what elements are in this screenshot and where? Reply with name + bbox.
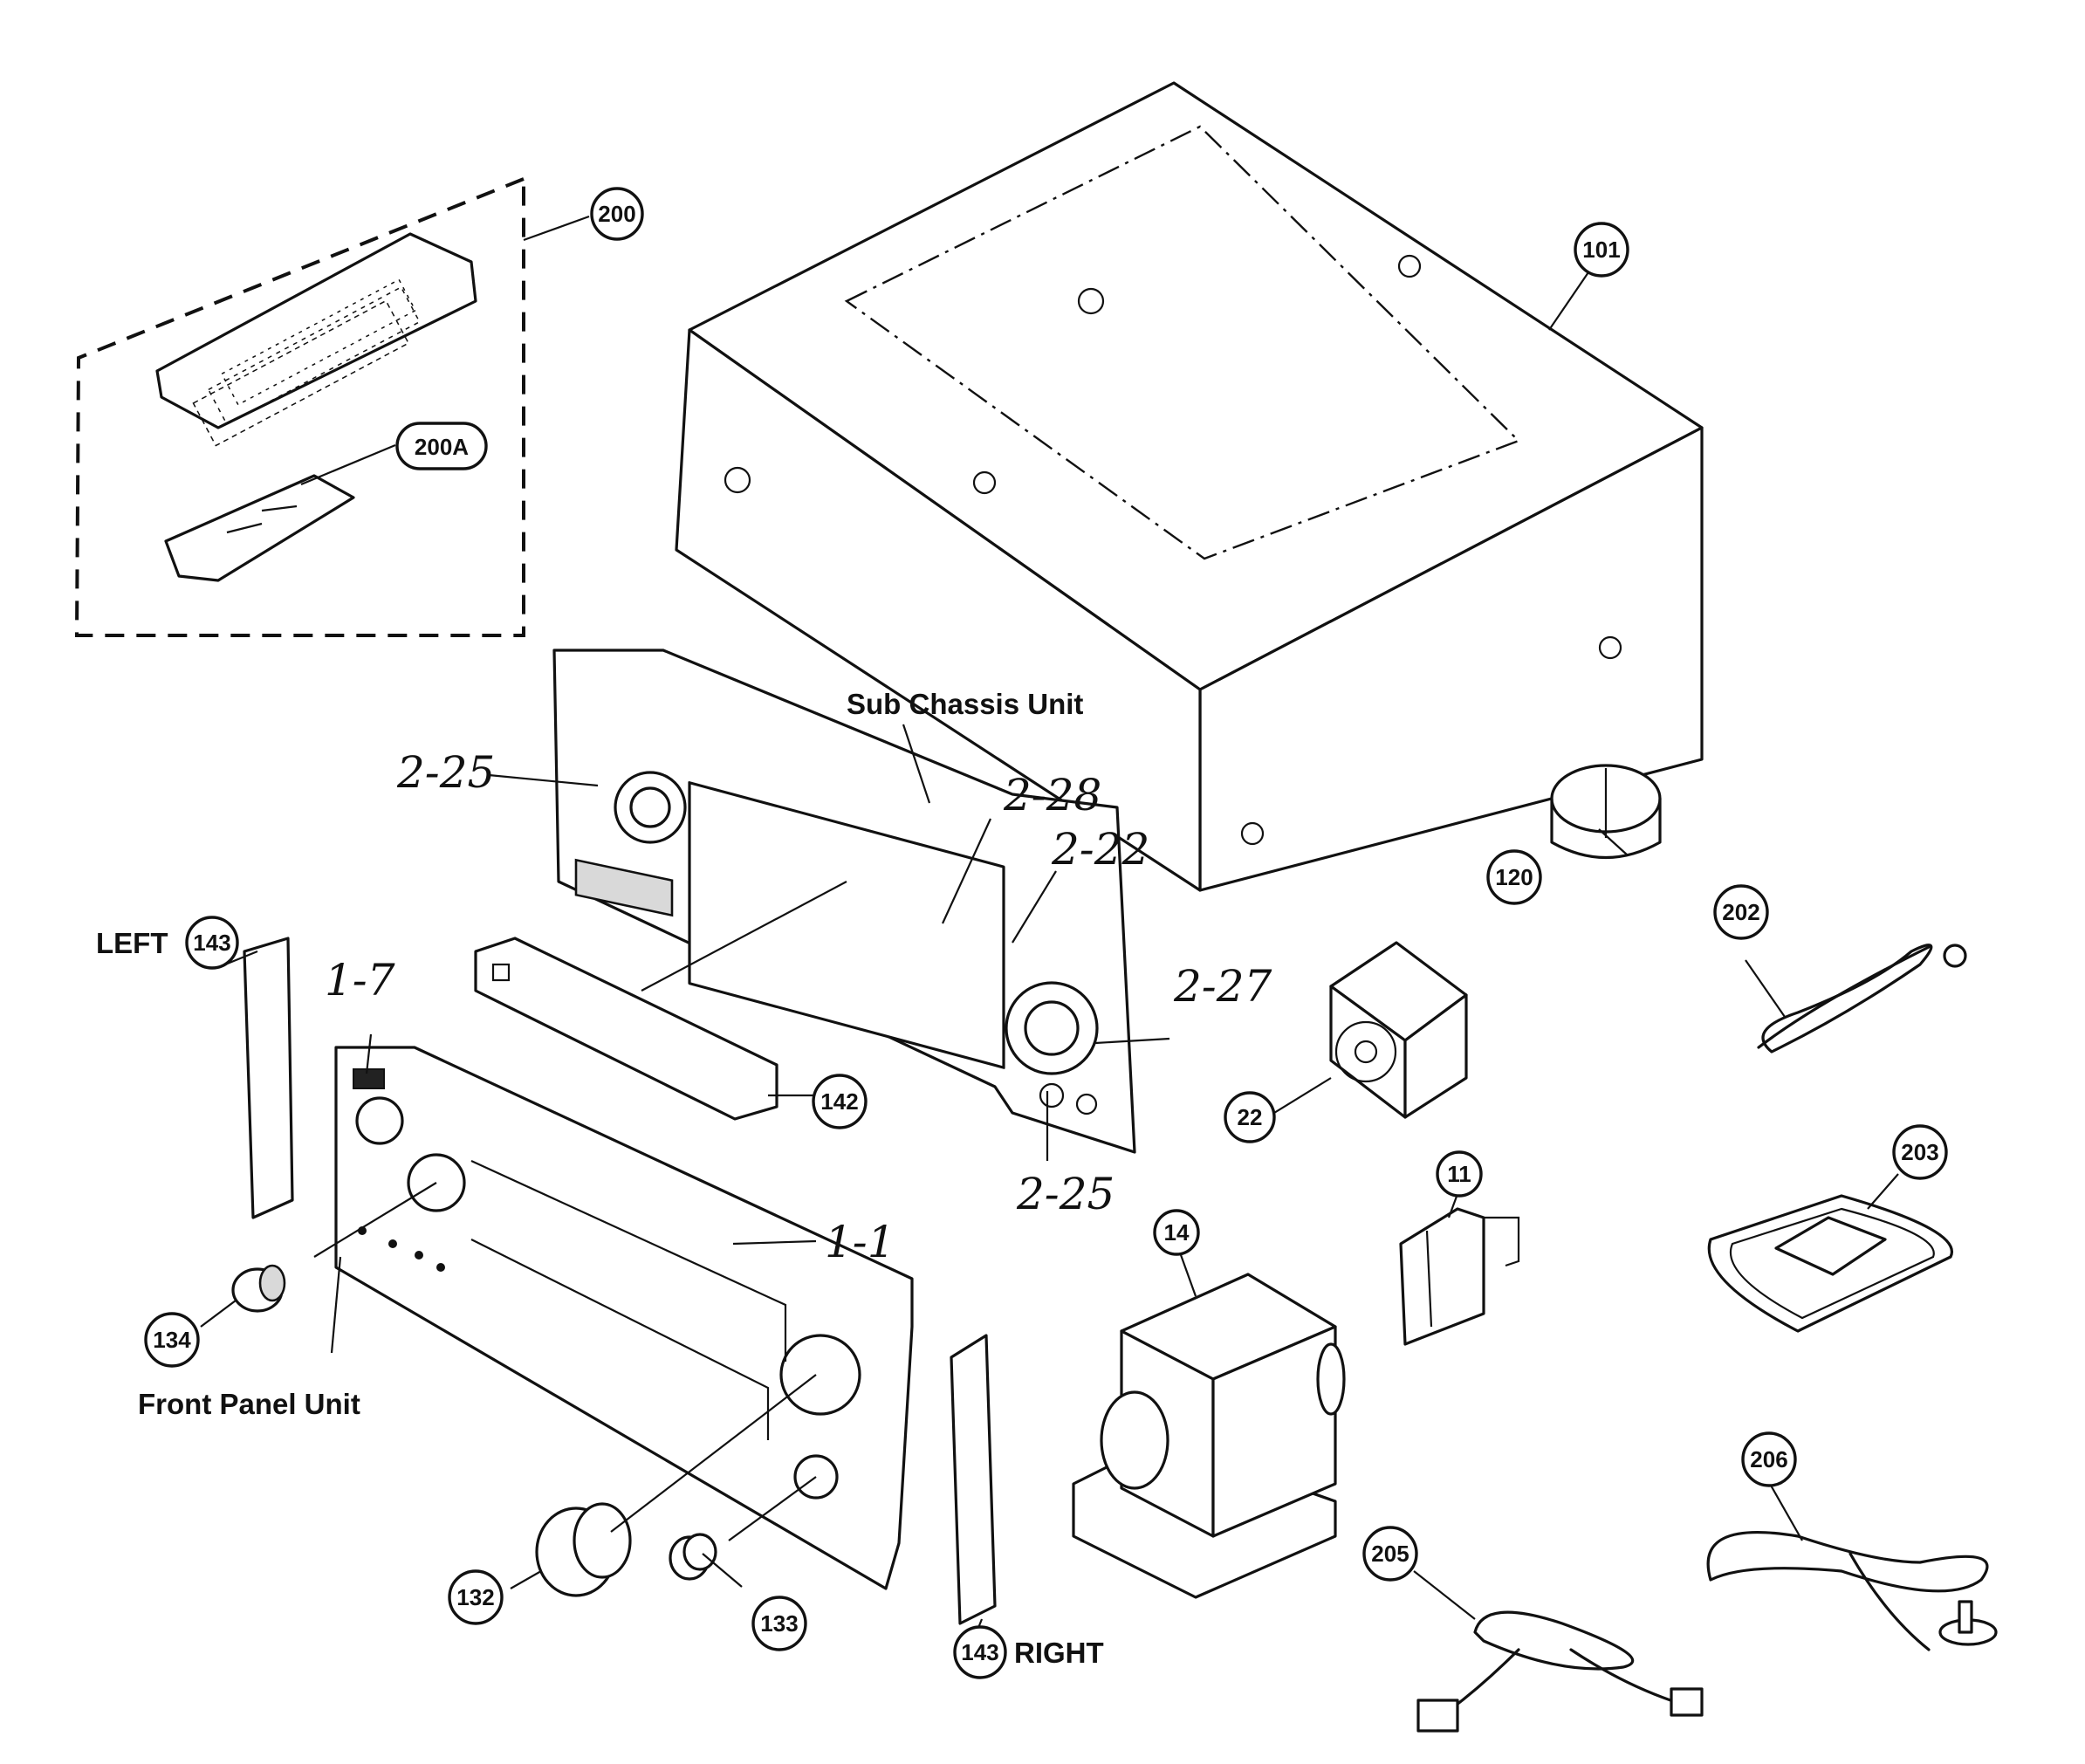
- callout-202: 202: [1713, 884, 1769, 940]
- svg-text:11: 11: [1447, 1161, 1471, 1187]
- svg-text:120: 120: [1495, 864, 1533, 890]
- display-window-142: [474, 937, 778, 1121]
- svg-text:14: 14: [1164, 1219, 1190, 1246]
- knob-134: [231, 1264, 286, 1313]
- leader-lines: [200, 215, 1899, 1642]
- foot-120: [1550, 764, 1662, 860]
- svg-text:202: 202: [1722, 899, 1759, 925]
- callout-134: 134: [144, 1312, 200, 1368]
- callout-205: 205: [1362, 1526, 1418, 1582]
- note-2-22: 2-22: [1051, 824, 1149, 875]
- remote-control: [155, 232, 477, 429]
- side-bracket-right: [950, 1334, 997, 1625]
- callout-120: 120: [1486, 849, 1542, 905]
- callout-203: 203: [1892, 1124, 1948, 1180]
- note-2-28: 2-28: [1003, 770, 1101, 820]
- callout-200A: 200A: [395, 422, 488, 470]
- switch-11: [1399, 1207, 1520, 1346]
- callout-206: 206: [1741, 1431, 1797, 1487]
- side-bracket-left: [243, 937, 294, 1219]
- svg-text:22: 22: [1238, 1104, 1263, 1130]
- callout-143-right: 143: [953, 1625, 1007, 1679]
- callout-200: 200: [590, 187, 644, 241]
- svg-text:143: 143: [193, 930, 230, 956]
- am-loop-antenna-203: [1707, 1194, 1953, 1333]
- fm-antenna-202: [1757, 944, 1967, 1054]
- note-2-27: 2-27: [1173, 961, 1272, 1012]
- note-2-25-top: 2-25: [396, 747, 495, 798]
- svg-text:142: 142: [820, 1088, 858, 1115]
- note-1-1: 1-1: [825, 1217, 895, 1267]
- sub-chassis-unit: [552, 649, 1136, 1154]
- battery-cover: [164, 474, 355, 582]
- cooling-fan-22: [1329, 941, 1468, 1119]
- knob-132: [535, 1502, 632, 1597]
- front-panel-unit: [334, 1046, 914, 1590]
- svg-text:143: 143: [961, 1639, 998, 1665]
- callout-101: 101: [1574, 222, 1629, 278]
- svg-text:133: 133: [760, 1610, 798, 1637]
- svg-text:200A: 200A: [415, 434, 469, 460]
- power-cord-205: [1416, 1610, 1704, 1733]
- label-right: RIGHT: [1014, 1637, 1104, 1669]
- callout-22: 22: [1224, 1091, 1276, 1143]
- power-transformer-14: [1072, 1273, 1346, 1599]
- svg-text:101: 101: [1582, 237, 1620, 263]
- callout-143-left: 143: [185, 916, 239, 970]
- cable-206: [1706, 1530, 1998, 1651]
- svg-text:134: 134: [153, 1327, 191, 1353]
- remote-control-group: [74, 177, 525, 637]
- svg-text:132: 132: [456, 1584, 494, 1610]
- svg-text:200: 200: [598, 201, 635, 227]
- callout-142: 142: [812, 1074, 868, 1129]
- remote-buttons: [192, 278, 421, 447]
- label-sub-chassis-unit: Sub Chassis Unit: [847, 688, 1083, 720]
- callout-132: 132: [448, 1569, 504, 1625]
- svg-text:203: 203: [1901, 1139, 1938, 1165]
- svg-text:205: 205: [1371, 1541, 1409, 1567]
- callout-133: 133: [751, 1596, 807, 1651]
- callout-11: 11: [1436, 1150, 1483, 1198]
- label-left: LEFT: [96, 927, 168, 959]
- note-2-25-bottom: 2-25: [1016, 1169, 1115, 1219]
- knob-133: [669, 1533, 717, 1581]
- svg-text:206: 206: [1750, 1446, 1787, 1472]
- callout-14: 14: [1153, 1209, 1200, 1256]
- top-cover: [675, 81, 1704, 892]
- label-front-panel-unit: Front Panel Unit: [138, 1388, 360, 1420]
- note-1-7: 1-7: [325, 955, 395, 1006]
